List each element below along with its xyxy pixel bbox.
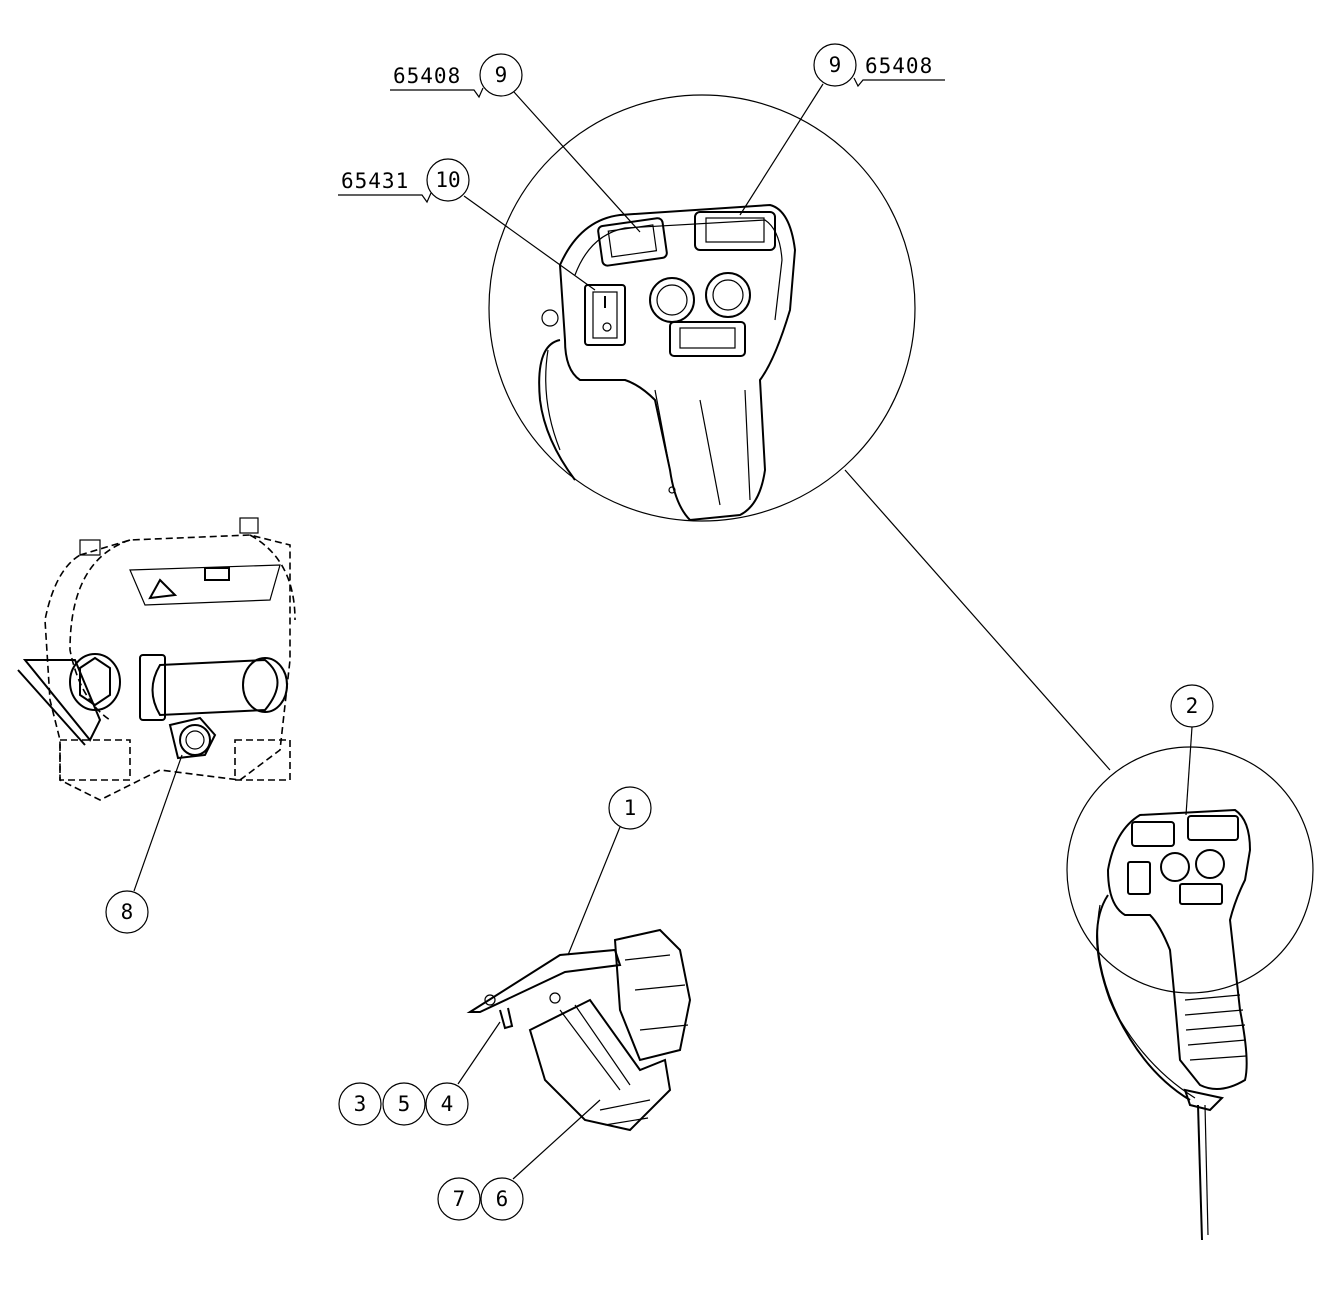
balloon-1: 1 xyxy=(624,796,637,820)
detail-link-line xyxy=(844,469,1111,771)
balloon-8: 8 xyxy=(121,900,134,924)
leader-lines xyxy=(133,83,1193,1180)
bracket-assembly xyxy=(466,928,692,1132)
balloon-9-left: 9 xyxy=(495,63,508,87)
part-number: 65431 xyxy=(341,169,409,193)
joystick-detail-circle xyxy=(1066,746,1314,994)
item-balloons: 2 1 8 3 5 4 7 6 xyxy=(105,684,1214,1221)
balloon-7: 7 xyxy=(453,1187,466,1211)
joystick-head-enlarged xyxy=(538,203,797,522)
balloon-2: 2 xyxy=(1186,694,1199,718)
callout-65408-left: 65408 9 xyxy=(390,53,523,99)
joystick-view xyxy=(1066,746,1314,1241)
detail-circle xyxy=(488,94,916,522)
part-number: 65408 xyxy=(393,64,461,88)
callout-65408-right: 9 65408 xyxy=(813,43,945,88)
detail-view xyxy=(488,94,1111,771)
balloon-10: 10 xyxy=(435,168,460,192)
balloon-9-right: 9 xyxy=(829,53,842,77)
valve-assembly xyxy=(17,517,296,801)
balloon-3: 3 xyxy=(354,1092,367,1116)
balloon-4: 4 xyxy=(441,1092,454,1116)
balloon-5: 5 xyxy=(398,1092,411,1116)
balloon-6: 6 xyxy=(496,1187,509,1211)
callout-65431: 65431 10 xyxy=(338,158,470,204)
part-number: 65408 xyxy=(865,54,933,78)
